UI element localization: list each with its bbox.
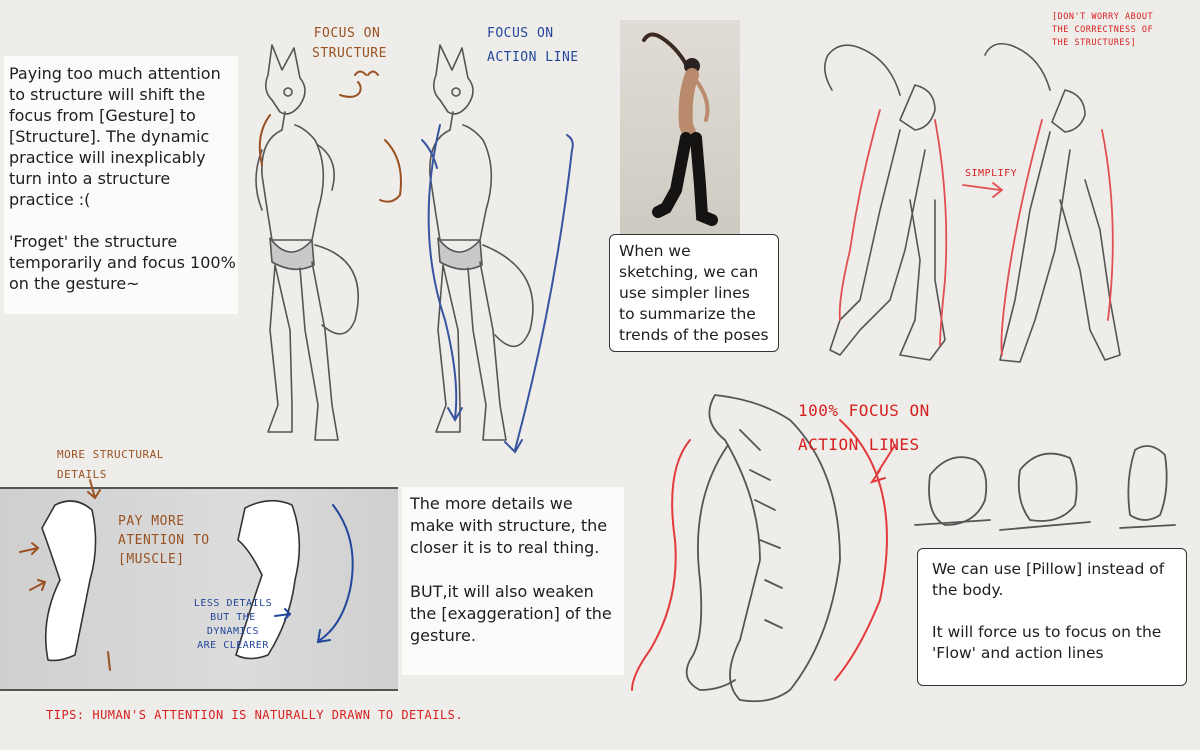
structure-warning-note: Paying too much attention to structure w… bbox=[9, 64, 236, 293]
more-structural-label: More structural details bbox=[57, 448, 164, 481]
focus-structure-label: Focus on structure bbox=[312, 26, 387, 61]
simplify-label: simplify bbox=[965, 168, 1018, 179]
pillow-note: We can use [Pillow] instead of the body.… bbox=[917, 548, 1187, 686]
tips-label: Tips: Human's attention is naturally dra… bbox=[46, 708, 464, 722]
dont-worry-label: [Don't worry about the correctness of th… bbox=[1052, 12, 1154, 48]
focus-action-label: Focus on action line bbox=[487, 26, 579, 65]
less-details-label: Less details but the dynamics are cleare… bbox=[193, 598, 273, 651]
focus-action-lines-label: 100% Focus on action lines bbox=[798, 401, 930, 454]
sketching-note: When we sketching, we can use simpler li… bbox=[609, 234, 779, 352]
details-note: The more details we make with structure,… bbox=[402, 487, 624, 675]
structure-note-panel bbox=[4, 56, 238, 314]
reference-photo bbox=[620, 20, 740, 234]
pay-more-label: Pay more atention to [muscle] bbox=[118, 514, 210, 567]
